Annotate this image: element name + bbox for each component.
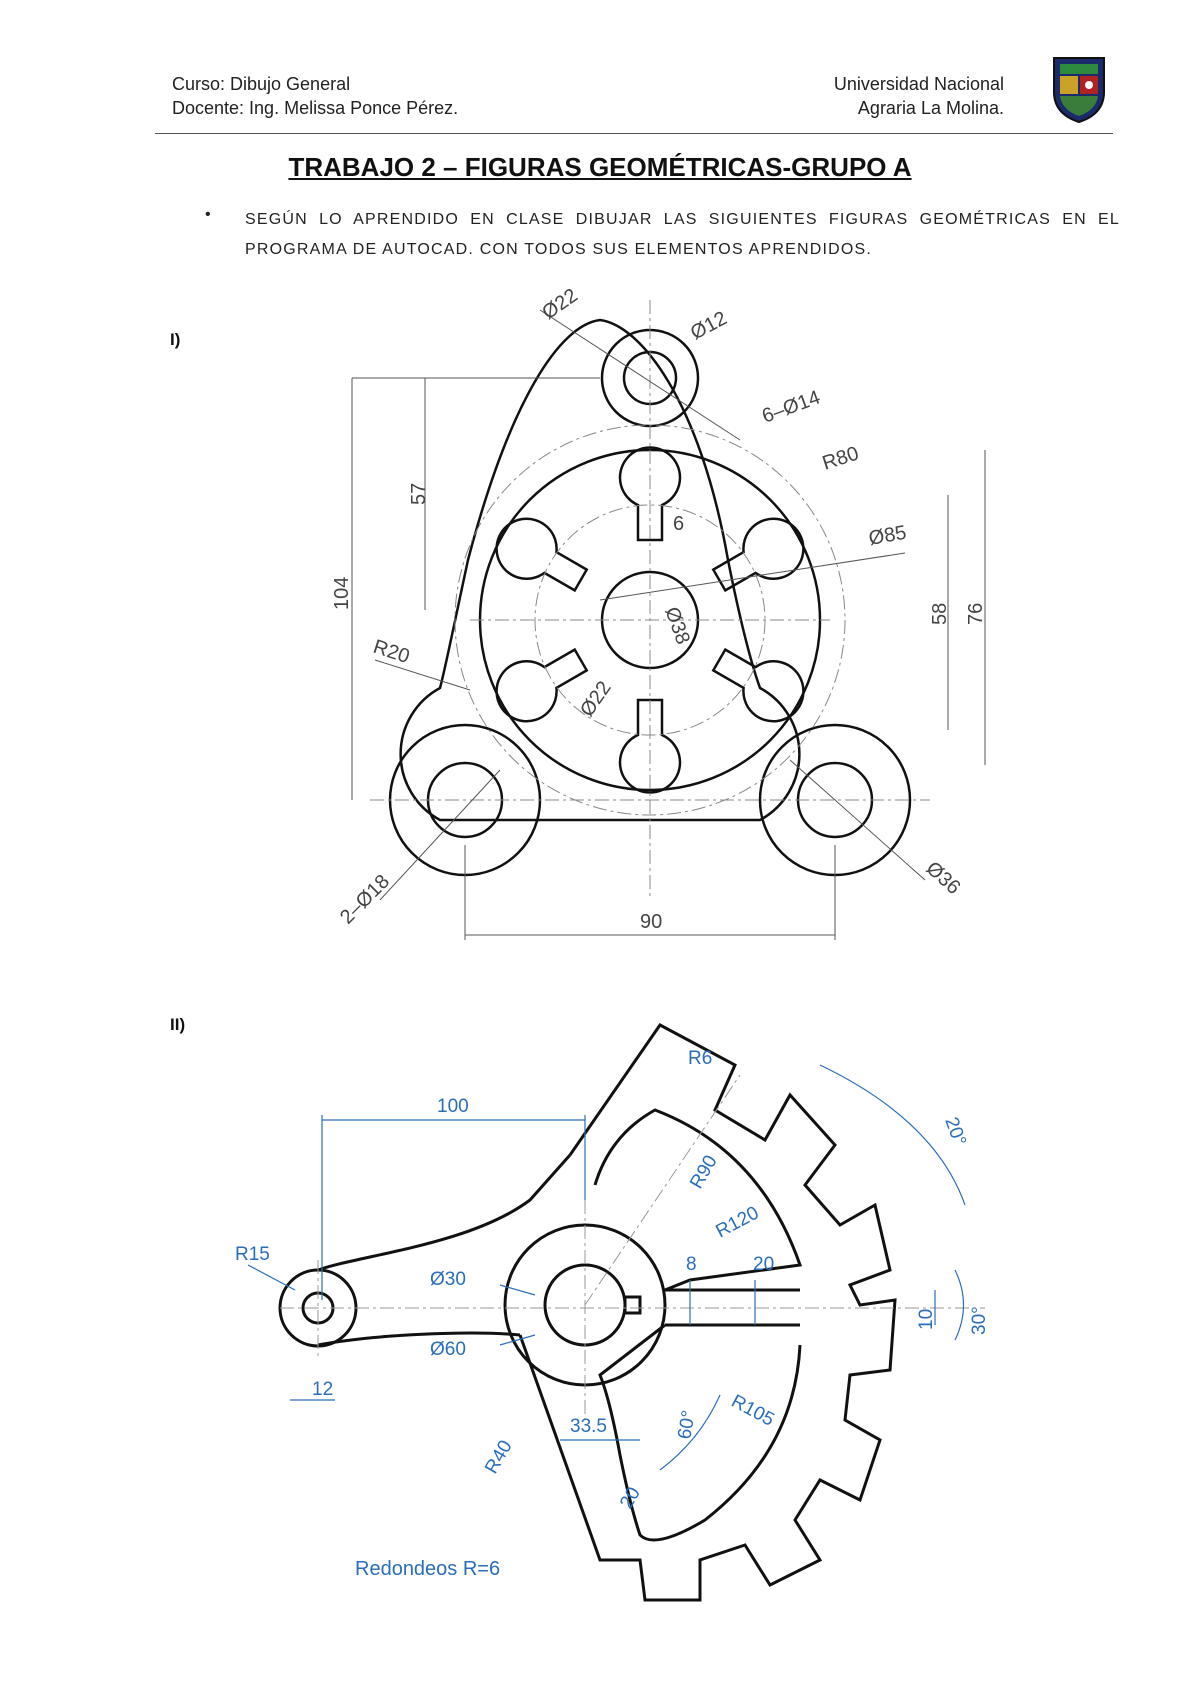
university-line-1: Universidad Nacional: [833, 74, 1004, 94]
dim-r15: R15: [235, 1244, 270, 1265]
dim-d30: Ø30: [430, 1269, 466, 1290]
dim-20-top: 20: [753, 1254, 774, 1275]
header-course-info: Curso: Dibujo General Docente: Ing. Meli…: [172, 72, 458, 120]
fillet-note: Redondeos R=6: [355, 1558, 500, 1580]
dim-57: 57: [408, 483, 430, 505]
dim-r40: R40: [481, 1437, 517, 1478]
dim-76: 76: [965, 603, 987, 625]
instruction-text: SEGÚN LO APRENDIDO EN CLASE DIBUJAR LAS …: [245, 211, 1120, 258]
dim-10: 10: [916, 1309, 937, 1330]
dim-33-5: 33.5: [570, 1416, 607, 1437]
dim-100: 100: [437, 1096, 469, 1117]
dim-104: 104: [331, 577, 353, 610]
dim-angle-30: 30°: [969, 1306, 990, 1335]
dim-58: 58: [929, 603, 951, 625]
teacher-name: Docente: Ing. Melissa Ponce Pérez.: [172, 98, 459, 118]
dim-r6: R6: [688, 1048, 712, 1069]
dim-angle-20: 20°: [940, 1115, 970, 1149]
figure-1-label: I): [170, 330, 181, 349]
dim-slot-6: 6: [673, 513, 684, 535]
dim-20-bottom: 20: [616, 1484, 645, 1513]
dim-8: 8: [686, 1254, 697, 1275]
dim-90: 90: [640, 911, 662, 933]
dim-angle-60: 60°: [674, 1409, 700, 1441]
dim-r105: R105: [728, 1391, 778, 1431]
dim-d60: Ø60: [430, 1339, 466, 1360]
course-name: Curso: Dibujo General: [172, 74, 351, 94]
dim-r120: R120: [712, 1203, 762, 1243]
figure-2-label: II): [170, 1015, 186, 1034]
university-line-2: Agraria La Molina.: [857, 98, 1004, 118]
page-title: TRABAJO 2 – FIGURAS GEOMÉTRICAS-GRUPO A: [288, 152, 912, 182]
dim-r90: R90: [686, 1152, 722, 1193]
header-university: Universidad Nacional Agraria La Molina.: [834, 72, 1004, 120]
header-divider: [155, 133, 1113, 134]
dim-12: 12: [312, 1379, 333, 1400]
university-crest-logo: [1053, 57, 1105, 124]
bullet-icon: •: [205, 206, 211, 223]
